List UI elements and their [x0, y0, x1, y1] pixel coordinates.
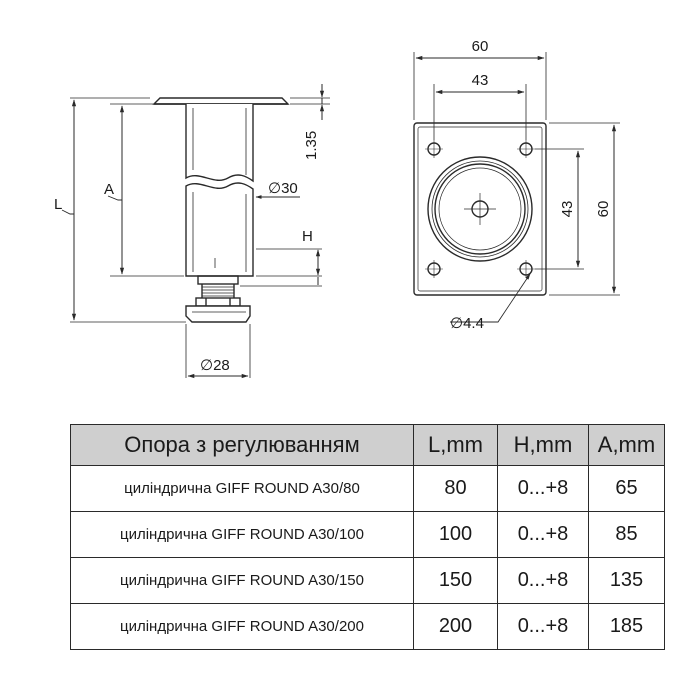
table-row: циліндрична GIFF ROUND A30/80 80 0...+8 … [70, 465, 665, 512]
cell-name: циліндрична GIFF ROUND A30/80 [70, 465, 414, 512]
cell-H: 0...+8 [497, 557, 589, 604]
mounting-plate [152, 97, 290, 105]
spec-table: Опора з регулюванням L,mm H,mm A,mm цилі… [70, 424, 665, 650]
table-row: циліндрична GIFF ROUND A30/150 150 0...+… [70, 557, 665, 604]
cell-L: 100 [413, 511, 498, 558]
cell-L: 150 [413, 557, 498, 604]
cell-name: циліндрична GIFF ROUND A30/150 [70, 557, 414, 604]
lower-tube [185, 182, 254, 277]
dim-hole-diameter: ∅4.4 [450, 315, 484, 332]
upper-tube [185, 104, 254, 183]
table-row: циліндрична GIFF ROUND A30/200 200 0...+… [70, 603, 665, 650]
dim-plate-width: 60 [472, 38, 489, 55]
dim-base-diameter: ∅28 [200, 357, 230, 374]
cell-A: 65 [588, 465, 665, 512]
dim-plate-height: 60 [595, 201, 612, 218]
dim-A-label: A [104, 181, 114, 198]
cell-name: циліндрична GIFF ROUND A30/200 [70, 603, 414, 650]
header-product: Опора з регулюванням [70, 424, 414, 466]
cell-A: 85 [588, 511, 665, 558]
header-H: H,mm [497, 424, 589, 466]
dim-hole-spacing-x: 43 [472, 72, 489, 89]
cell-H: 0...+8 [497, 511, 589, 558]
technical-drawing: L A ∅30 1.35 H ∅28 [54, 38, 620, 379]
table-header-row: Опора з регулюванням L,mm H,mm A,mm [70, 424, 665, 466]
top-view [413, 52, 620, 323]
dim-H-label: H [302, 228, 313, 245]
cell-L: 80 [413, 465, 498, 512]
header-A: A,mm [588, 424, 665, 466]
cell-A: 135 [588, 557, 665, 604]
base-foot [185, 305, 251, 323]
cell-L: 200 [413, 603, 498, 650]
adjust-nut [197, 275, 239, 285]
cell-A: 185 [588, 603, 665, 650]
cell-H: 0...+8 [497, 465, 589, 512]
header-L: L,mm [413, 424, 498, 466]
dim-L-label: L [54, 196, 62, 213]
side-view [61, 84, 330, 379]
dim-hole-spacing-y: 43 [559, 201, 576, 218]
table-row: циліндрична GIFF ROUND A30/100 100 0...+… [70, 511, 665, 558]
cell-name: циліндрична GIFF ROUND A30/100 [70, 511, 414, 558]
dim-plate-thickness: 1.35 [303, 131, 320, 160]
dim-tube-diameter: ∅30 [268, 180, 298, 197]
cell-H: 0...+8 [497, 603, 589, 650]
